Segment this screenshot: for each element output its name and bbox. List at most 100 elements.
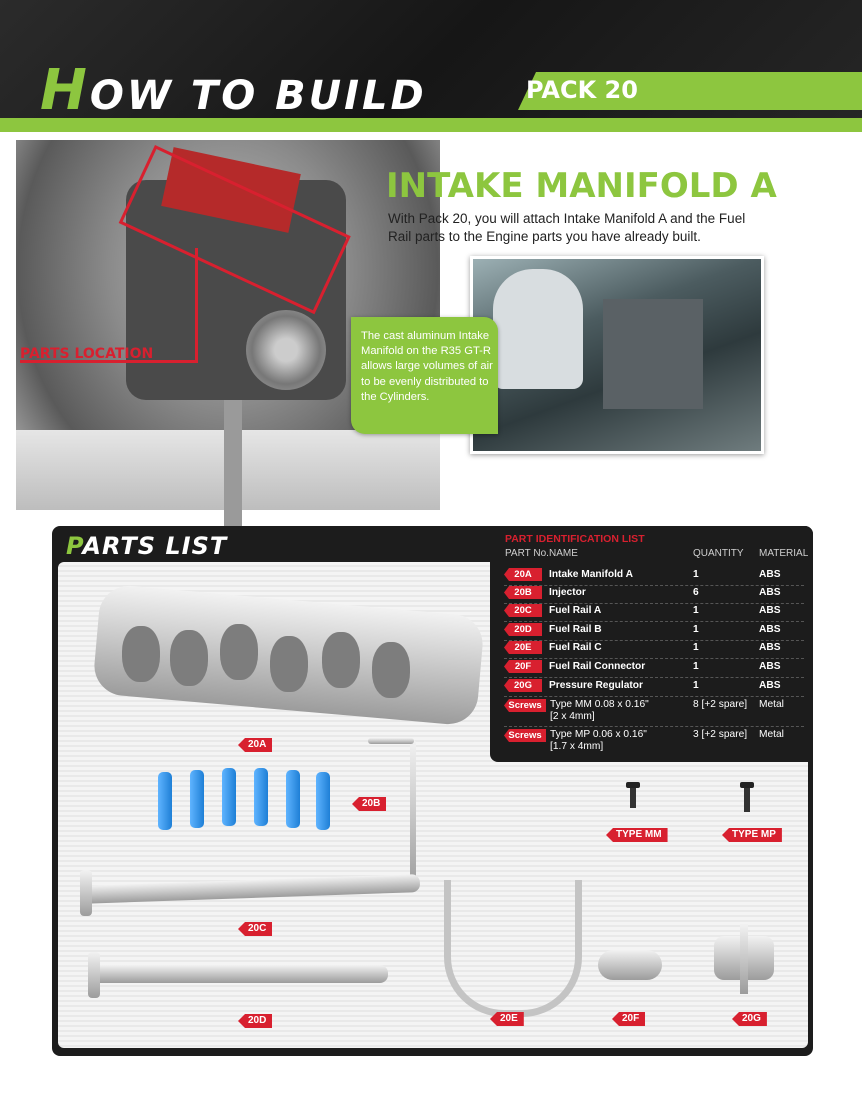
pressure-regulator-stem (740, 924, 748, 994)
fuel-rail-b-part (88, 965, 388, 983)
part-name: Fuel Rail B (549, 624, 602, 635)
parts-list-title-initial: P (66, 532, 83, 560)
part-material: Metal (759, 699, 784, 710)
part-code: 20A (504, 568, 542, 581)
parts-list-title: Parts list (66, 532, 227, 560)
part-name: Fuel Rail Connector (549, 661, 646, 672)
part-row: 20A Intake Manifold A 1 ABS (504, 567, 804, 586)
parts-location-pointer (195, 248, 198, 360)
part-row: Screws Type MM 0.08 x 0.16" [2 x 4mm] 8 … (504, 697, 804, 727)
part-tag-20c: 20C (238, 922, 273, 936)
part-quantity: 1 (693, 569, 699, 580)
manifold-port (220, 624, 258, 680)
part-name: Fuel Rail A (549, 605, 602, 616)
part-material: ABS (759, 661, 781, 672)
fuel-rail-a-end (80, 870, 92, 916)
part-quantity: 1 (693, 605, 699, 616)
manifold-port (122, 626, 160, 682)
page-title-rest: ow to build (89, 73, 427, 119)
part-name: Type MM 0.08 x 0.16" (550, 699, 649, 710)
manifold-port (170, 630, 208, 686)
part-material: ABS (759, 587, 781, 598)
info-callout (351, 317, 498, 434)
part-name: Pressure Regulator (549, 680, 643, 691)
identification-list (490, 526, 813, 762)
fuel-rail-c-pipe (410, 740, 416, 890)
part-material: ABS (759, 642, 781, 653)
part-name: Intake Manifold A (549, 569, 633, 580)
part-row: 20F Fuel Rail Connector 1 ABS (504, 659, 804, 678)
part-quantity: 6 (693, 587, 699, 598)
part-quantity: 1 (693, 661, 699, 672)
part-tag-20g: 20G (732, 1012, 767, 1026)
part-quantity: 1 (693, 642, 699, 653)
screw-mm-shaft (630, 788, 636, 808)
parts-list-title-rest: arts list (82, 532, 228, 560)
part-size: [1.7 x 4mm] (550, 741, 604, 752)
section-title: INTAKE MANIFOLD A (386, 166, 777, 206)
part-code: 20E (504, 641, 542, 654)
part-code: 20B (504, 586, 542, 599)
part-row: 20C Fuel Rail A 1 ABS (504, 603, 804, 622)
injector-part (190, 770, 204, 828)
manifold-port (270, 636, 308, 692)
part-tag-20a: 20A (238, 738, 273, 752)
part-tag-type-mm: TYPE MM (606, 828, 668, 842)
part-name: Fuel Rail C (549, 642, 602, 653)
factory-engine-block (603, 299, 703, 409)
parts-location-label: PARTS LOCATION (20, 346, 154, 362)
injector-part (222, 768, 236, 826)
fuel-rail-c-part (444, 880, 582, 1017)
part-quantity: 1 (693, 680, 699, 691)
engine-flywheel (246, 310, 326, 390)
page-header (0, 0, 862, 132)
header-part-no: PART No. (505, 548, 549, 559)
part-material: ABS (759, 680, 781, 691)
fuel-rail-connector-part (598, 950, 662, 980)
part-tag-20e: 20E (490, 1012, 524, 1026)
part-code: 20D (504, 623, 542, 636)
part-quantity: 3 [+2 spare] (693, 729, 748, 740)
part-tag-20f: 20F (612, 1012, 646, 1026)
part-row: 20G Pressure Regulator 1 ABS (504, 678, 804, 697)
manifold-port (372, 642, 410, 698)
page-title-initial: H (40, 58, 90, 123)
factory-worker (493, 269, 583, 389)
part-size: [2 x 4mm] (550, 711, 595, 722)
header-material: MATERIAL (759, 548, 809, 559)
pack-label: PACK 20 (526, 76, 638, 104)
part-code: 20G (504, 679, 542, 692)
factory-photo (470, 256, 764, 454)
parts-location-underline (20, 360, 198, 363)
part-row: 20E Fuel Rail C 1 ABS (504, 640, 804, 659)
part-tag-type-mp: TYPE MP (722, 828, 782, 842)
part-quantity: 1 (693, 624, 699, 635)
screw-mm-head (626, 782, 640, 788)
identification-title: PART IDENTIFICATION LIST (505, 533, 645, 545)
part-material: ABS (759, 605, 781, 616)
intro-text: With Pack 20, you will attach Intake Man… (388, 211, 746, 244)
fuel-rail-c-pipe-end (368, 738, 414, 744)
part-row: Screws Type MP 0.06 x 0.16" [1.7 x 4mm] … (504, 727, 804, 756)
engine-stand (224, 390, 242, 540)
part-quantity: 8 [+2 spare] (693, 699, 748, 710)
injector-part (158, 772, 172, 830)
injector-part (316, 772, 330, 830)
part-code: 20C (504, 604, 542, 617)
page-title: How to build (40, 58, 427, 123)
header-accent-bar (0, 118, 862, 132)
part-name: Type MP 0.06 x 0.16" (550, 729, 647, 740)
injector-part (286, 770, 300, 828)
part-material: ABS (759, 569, 781, 580)
part-name: Injector (549, 587, 586, 598)
part-code: 20F (504, 660, 542, 673)
part-tag-20b: 20B (352, 797, 387, 811)
header-name: NAME (549, 548, 578, 559)
part-row: 20B Injector 6 ABS (504, 585, 804, 604)
part-code: Screws (504, 699, 546, 712)
pack-badge (518, 72, 862, 110)
screw-mp-head (740, 782, 754, 788)
screw-mp-shaft (744, 788, 750, 812)
injector-part (254, 768, 268, 826)
callout-text: The cast aluminum Intake Manifold on the… (361, 330, 493, 403)
